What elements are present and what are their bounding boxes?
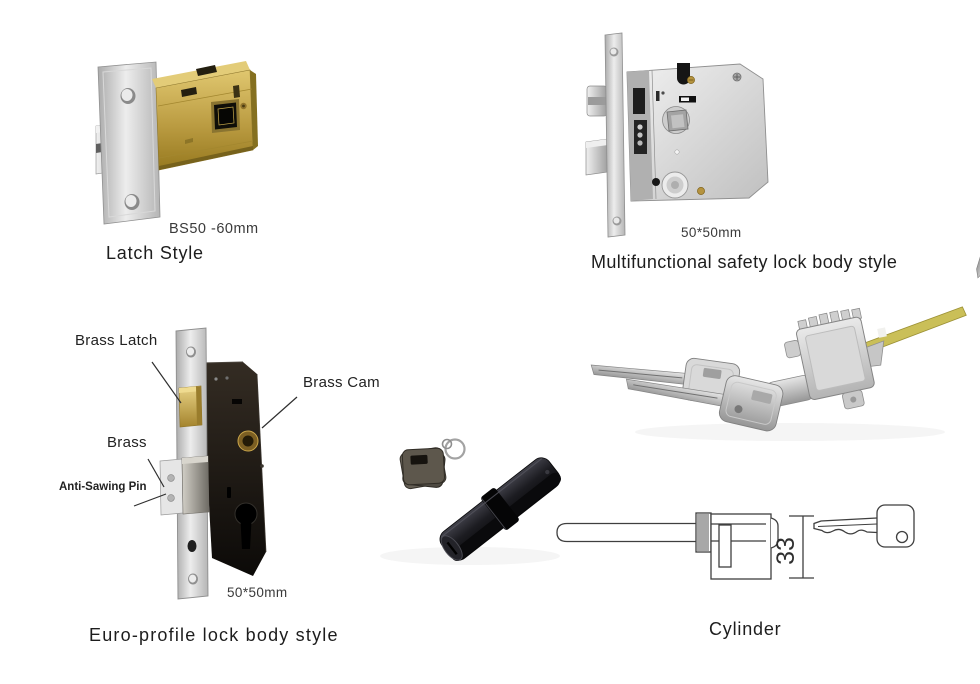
keys-bunch-illustration (399, 224, 980, 490)
multifunctional-lock-illustration (585, 32, 769, 238)
deadbolt-part (159, 455, 210, 516)
key-outline-drawing (813, 504, 915, 548)
inserted-key-lower (625, 375, 784, 432)
euro-title: Euro-profile lock body style (89, 625, 339, 645)
callout-brass-latch: Brass Latch (75, 332, 158, 349)
anti-sawing-pin-hole (167, 494, 175, 502)
euro-callout-lines (133, 361, 298, 507)
callout-line-brass-cam (261, 396, 298, 429)
multifunctional-title: Multifunctional safety lock body style (591, 252, 898, 272)
callout-line-anti-sawing-pin (133, 493, 167, 507)
euro-dimension-label: 50*50mm (227, 585, 288, 600)
multifunctional-dimension-label: 50*50mm (681, 225, 742, 240)
euro-keyhole (234, 502, 258, 549)
latch-title: Latch Style (106, 243, 204, 263)
euro-lock-illustration (159, 327, 267, 600)
latch-product-illustration (95, 61, 258, 225)
black-cylinder-illustration (439, 457, 562, 562)
cylinder-title: Cylinder (709, 619, 782, 639)
latch-dimension-label: BS50 -60mm (169, 221, 259, 237)
dimension-33-lines (789, 515, 814, 579)
callout-brass-cam: Brass Cam (303, 374, 380, 391)
callout-brass: Brass (107, 434, 147, 451)
callout-anti-sawing-pin: Anti-Sawing Pin (59, 481, 147, 493)
rim-cylinder (758, 306, 967, 410)
cylinder-dimension-value: 33 (772, 537, 800, 565)
callout-line-brass-latch (151, 361, 182, 404)
callout-line-brass (147, 458, 165, 488)
cylinder-technical-drawing (556, 504, 915, 580)
brass-latch-part (178, 385, 203, 428)
cylinder-with-keys-illustration (590, 306, 967, 441)
